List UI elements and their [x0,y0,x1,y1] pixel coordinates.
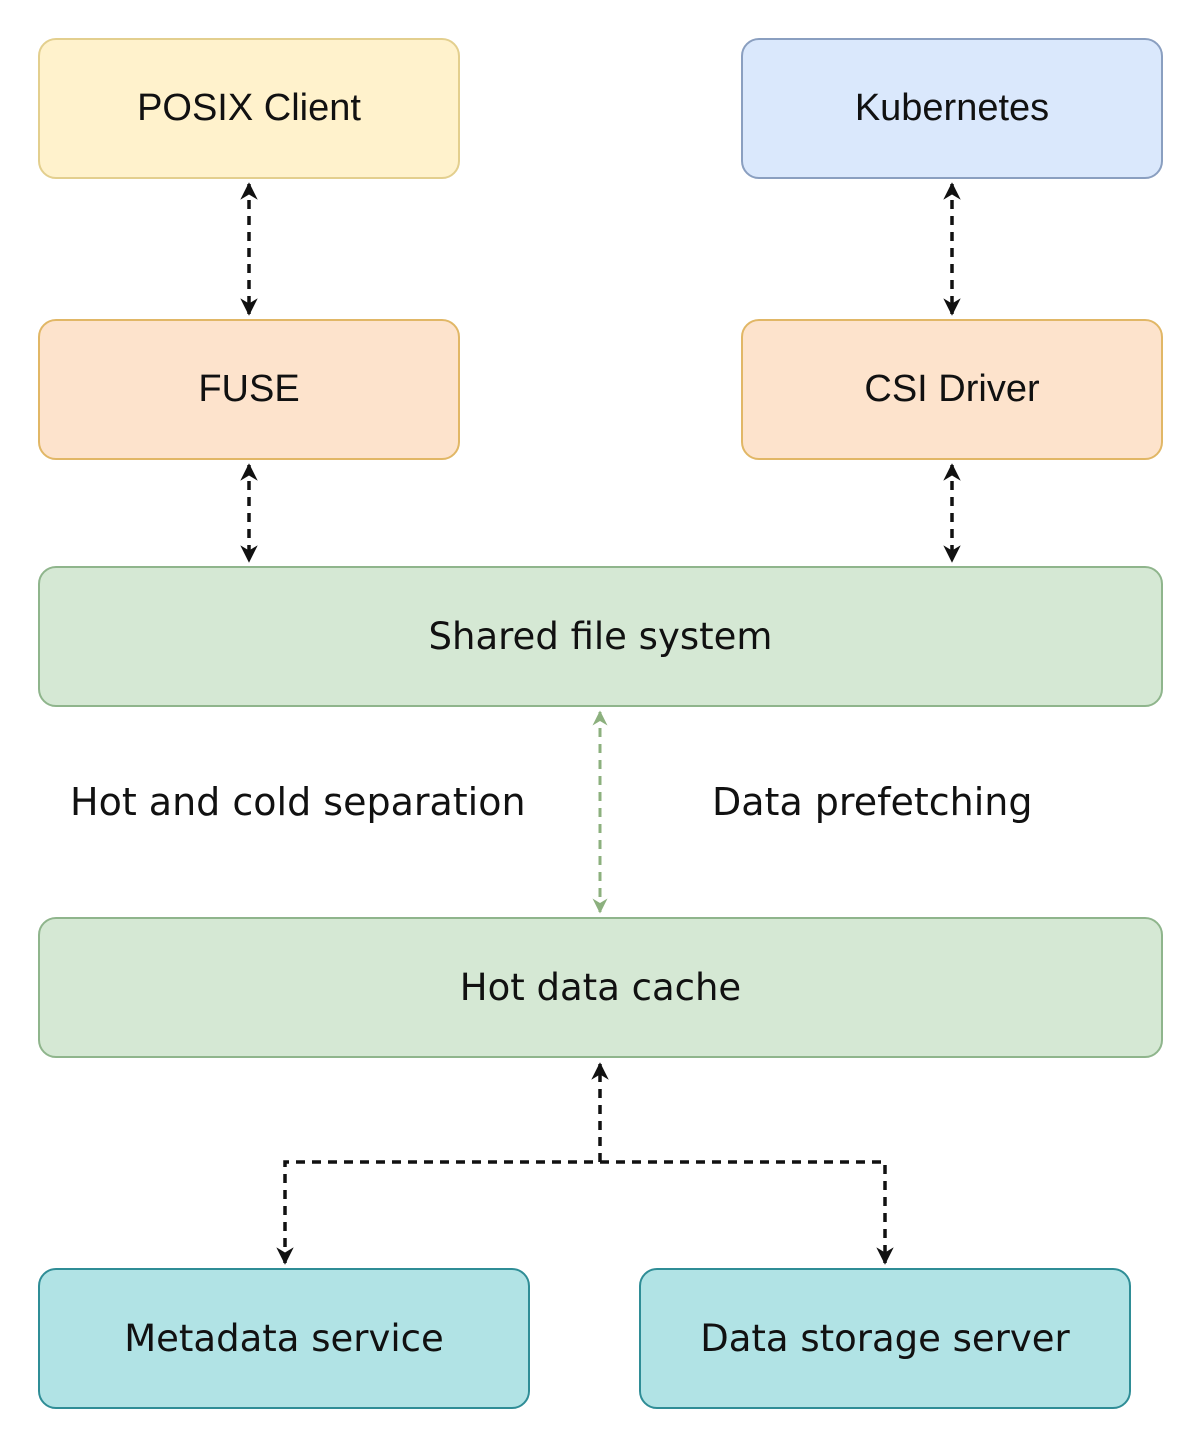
shared-file-system-node: Shared file system [38,566,1163,707]
shared-file-system-label: Shared file system [428,615,773,658]
data-prefetching-label: Data prefetching [712,780,1033,824]
cache-fanout-connector [276,1160,894,1265]
metadata-service-node: Metadata service [38,1268,530,1409]
posix-client-label: POSIX Client [137,87,361,129]
kubernetes-label: Kubernetes [854,87,1050,129]
fuse-node: FUSE [38,319,460,460]
hot-data-cache-node: Hot data cache [38,917,1163,1058]
hot-data-cache-label: Hot data cache [459,966,742,1009]
csi-driver-label: CSI Driver [864,368,1040,410]
fuse-label: FUSE [198,368,300,410]
kubernetes-node: Kubernetes [741,38,1163,179]
hot-cold-separation-label: Hot and cold separation [70,780,526,824]
data-storage-server-label: Data storage server [700,1317,1070,1360]
metadata-service-label: Metadata service [124,1317,444,1360]
posix-client-node: POSIX Client [38,38,460,179]
data-storage-server-node: Data storage server [639,1268,1131,1409]
csi-driver-node: CSI Driver [741,319,1163,460]
